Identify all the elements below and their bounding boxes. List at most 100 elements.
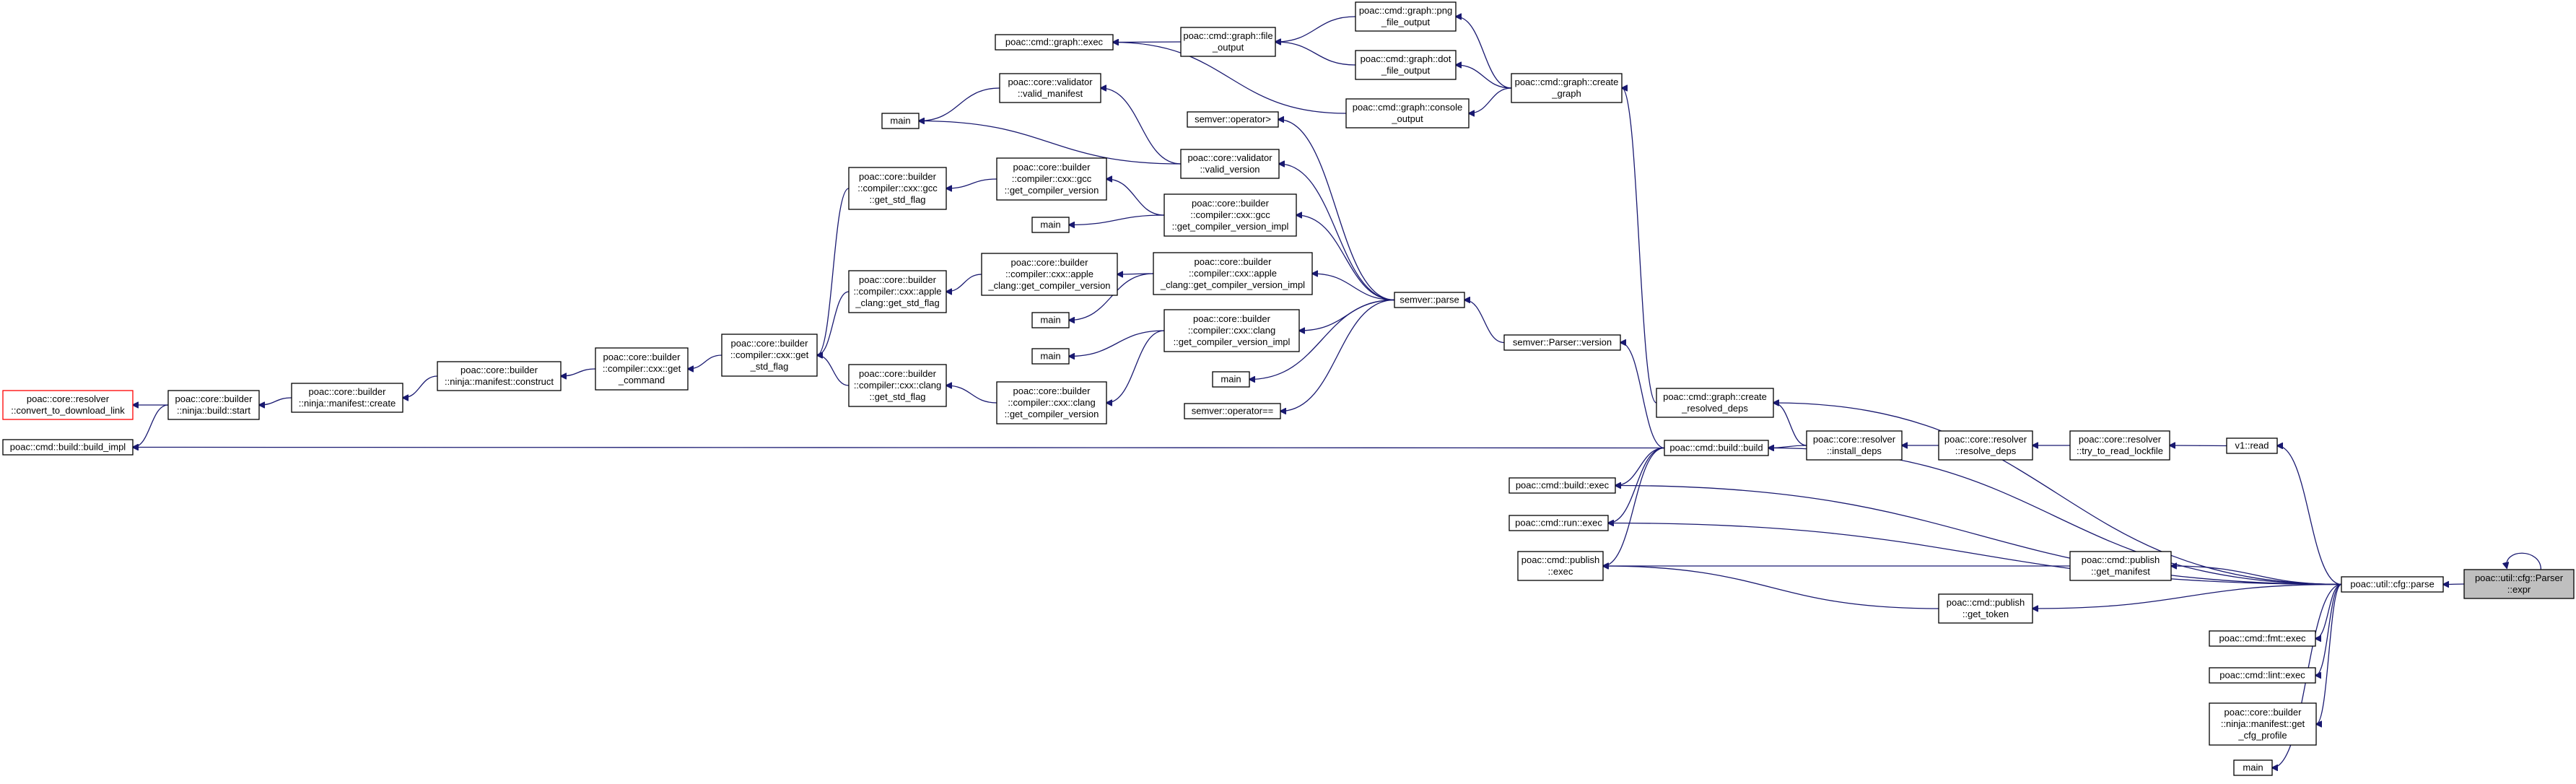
node-box xyxy=(1345,98,1470,129)
node-label: poac::core::builder xyxy=(1013,162,1091,173)
node-label: ::get_compiler_version xyxy=(1005,409,1099,419)
node-label: poac::cmd::run::exec xyxy=(1515,518,1602,528)
function-node-creategraph[interactable]: poac::cmd::graph::create_graph xyxy=(1511,73,1623,103)
function-node-cmdbuild[interactable]: poac::cmd::build::build xyxy=(1664,440,1769,456)
function-node-getcfgprofile[interactable]: poac::core::builder::ninja::manifest::ge… xyxy=(2209,702,2317,746)
node-label: poac::cmd::lint::exec xyxy=(2219,670,2305,681)
call-edge xyxy=(1620,343,1665,449)
node-label: poac::core::builder xyxy=(859,368,937,379)
function-node-main_c[interactable]: main xyxy=(1031,348,1070,365)
node-box xyxy=(2069,430,2170,461)
function-node-consoleout[interactable]: poac::cmd::graph::console_output xyxy=(1345,98,1470,129)
node-box xyxy=(1394,292,1465,308)
function-node-pngout[interactable]: poac::cmd::graph::png_file_output xyxy=(1355,1,1457,32)
node-box xyxy=(1355,50,1457,80)
function-node-stdflag[interactable]: poac::core::builder::compiler::cxx::get_… xyxy=(721,334,818,377)
function-node-getmanifest[interactable]: poac::cmd::publish::get_manifest xyxy=(2069,551,2172,581)
function-node-semverparser[interactable]: semver::Parser::version xyxy=(1503,334,1621,351)
function-node-runexec[interactable]: poac::cmd::run::exec xyxy=(1509,515,1609,531)
node-box xyxy=(2,439,134,456)
node-label: poac::core::builder xyxy=(460,365,538,375)
call-edge xyxy=(946,274,982,292)
function-node-convertlink[interactable]: poac::core::resolver::convert_to_downloa… xyxy=(2,390,134,420)
function-node-semvereq[interactable]: semver::operator== xyxy=(1184,403,1281,419)
call-edge xyxy=(1622,88,1657,404)
node-box xyxy=(595,347,689,391)
function-node-gccimpl[interactable]: poac::core::builder::compiler::cxx::gcc:… xyxy=(1163,193,1297,237)
function-node-applever[interactable]: poac::core::builder::compiler::cxx::appl… xyxy=(981,253,1118,296)
node-label: main xyxy=(1040,351,1060,362)
node-box xyxy=(1163,193,1297,237)
node-label: ::compiler::cxx::clang xyxy=(854,380,941,391)
node-box xyxy=(1163,309,1300,352)
function-node-buildexec[interactable]: poac::cmd::build::exec xyxy=(1509,477,1616,494)
function-node-main_a[interactable]: main xyxy=(1031,312,1070,328)
node-label: main xyxy=(890,116,910,126)
function-node-root[interactable]: poac::util::cfg::Parser::expr xyxy=(2463,569,2575,599)
function-node-validversion[interactable]: poac::core::validator::valid_version xyxy=(1180,149,1280,179)
node-box xyxy=(2069,551,2172,581)
call-edge xyxy=(2033,583,2342,609)
function-node-validmanifest[interactable]: poac::core::validator::valid_manifest xyxy=(999,73,1101,103)
call-edge xyxy=(1603,566,1939,609)
function-node-main_r[interactable]: main xyxy=(2233,759,2273,776)
function-node-tryread[interactable]: poac::core::resolver::try_to_read_lockfi… xyxy=(2069,430,2170,461)
node-label: poac::core::resolver xyxy=(1944,434,2027,445)
node-label: _file_output xyxy=(1381,17,1431,27)
node-label: ::compiler::cxx::clang xyxy=(1188,325,1275,336)
node-label: poac::core::builder xyxy=(1195,256,1272,267)
function-node-pubexec[interactable]: poac::cmd::publish::exec xyxy=(1517,551,1604,581)
node-label: ::compiler::cxx::apple xyxy=(1189,268,1277,279)
function-node-ninjastart[interactable]: poac::core::builder::ninja::build::start xyxy=(167,390,260,420)
function-node-fmtexec[interactable]: poac::cmd::fmt::exec xyxy=(2209,630,2316,647)
function-node-gccver[interactable]: poac::core::builder::compiler::cxx::gcc:… xyxy=(996,157,1107,201)
function-node-semvergt[interactable]: semver::operator> xyxy=(1187,111,1279,128)
function-node-construct[interactable]: poac::core::builder::ninja::manifest::co… xyxy=(437,361,562,391)
function-node-mcreate[interactable]: poac::core::builder::ninja::manifest::cr… xyxy=(291,383,403,413)
function-node-resolvedeps[interactable]: poac::core::resolver::resolve_deps xyxy=(1938,430,2033,461)
node-box xyxy=(881,113,920,129)
node-box xyxy=(2226,437,2278,454)
function-node-gccflag[interactable]: poac::core::builder::compiler::cxx::gcc:… xyxy=(848,167,947,210)
function-node-fileout[interactable]: poac::cmd::graph::file_output xyxy=(1180,27,1276,57)
function-node-clangflag[interactable]: poac::core::builder::compiler::cxx::clan… xyxy=(848,364,947,407)
function-node-appleflag[interactable]: poac::core::builder::compiler::cxx::appl… xyxy=(848,270,947,313)
function-node-dotout[interactable]: poac::cmd::graph::dot_file_output xyxy=(1355,50,1457,80)
node-box xyxy=(1517,551,1604,581)
node-label: v1::read xyxy=(2235,440,2269,451)
call-edge xyxy=(1249,299,1395,380)
node-label: ::ninja::build::start xyxy=(177,405,250,416)
function-node-semverparse[interactable]: semver::parse xyxy=(1394,292,1465,308)
node-label: poac::core::resolver xyxy=(2079,434,2162,445)
node-label: ::ninja::manifest::create xyxy=(299,398,396,409)
node-label: poac::core::builder xyxy=(175,393,253,404)
node-label: poac::cmd::graph::dot xyxy=(1361,53,1451,64)
node-box xyxy=(848,167,947,210)
function-node-v1read[interactable]: v1::read xyxy=(2226,437,2278,454)
node-label: _file_output xyxy=(1381,65,1431,76)
node-label: ::valid_version xyxy=(1200,164,1259,175)
function-node-main_g[interactable]: main xyxy=(1031,217,1070,233)
function-node-main_vm[interactable]: main xyxy=(881,113,920,129)
function-node-main_s[interactable]: main xyxy=(1212,371,1250,388)
function-node-createresolved[interactable]: poac::cmd::graph::create_resolved_deps xyxy=(1656,388,1774,418)
function-node-appleimpl[interactable]: poac::core::builder::compiler::cxx::appl… xyxy=(1153,252,1313,295)
function-node-graphexec[interactable]: poac::cmd::graph::exec xyxy=(995,34,1114,51)
call-edge xyxy=(919,121,1182,165)
call-edge xyxy=(2171,566,2342,585)
function-node-cfgparse[interactable]: poac::util::cfg::parse xyxy=(2341,576,2444,593)
function-node-gettoken[interactable]: poac::cmd::publish::get_token xyxy=(1938,593,2033,624)
function-node-lintexec[interactable]: poac::cmd::lint::exec xyxy=(2209,667,2316,684)
function-node-getcommand[interactable]: poac::core::builder::compiler::cxx::get_… xyxy=(595,347,689,391)
node-label: ::valid_manifest xyxy=(1018,88,1083,99)
node-label: poac::cmd::publish xyxy=(1947,597,2025,608)
node-label: ::compiler::cxx::get xyxy=(730,349,809,360)
call-edge xyxy=(2315,583,2342,676)
node-label: poac::cmd::fmt::exec xyxy=(2219,633,2306,644)
function-node-buildimpl[interactable]: poac::cmd::build::build_impl xyxy=(2,439,134,456)
node-label: poac::core::validator xyxy=(1187,152,1272,163)
function-node-installdeps[interactable]: poac::core::resolver::install_deps xyxy=(1806,430,1903,461)
function-node-clangimpl[interactable]: poac::core::builder::compiler::cxx::clan… xyxy=(1163,309,1300,352)
function-node-clangver[interactable]: poac::core::builder::compiler::cxx::clan… xyxy=(996,381,1107,424)
